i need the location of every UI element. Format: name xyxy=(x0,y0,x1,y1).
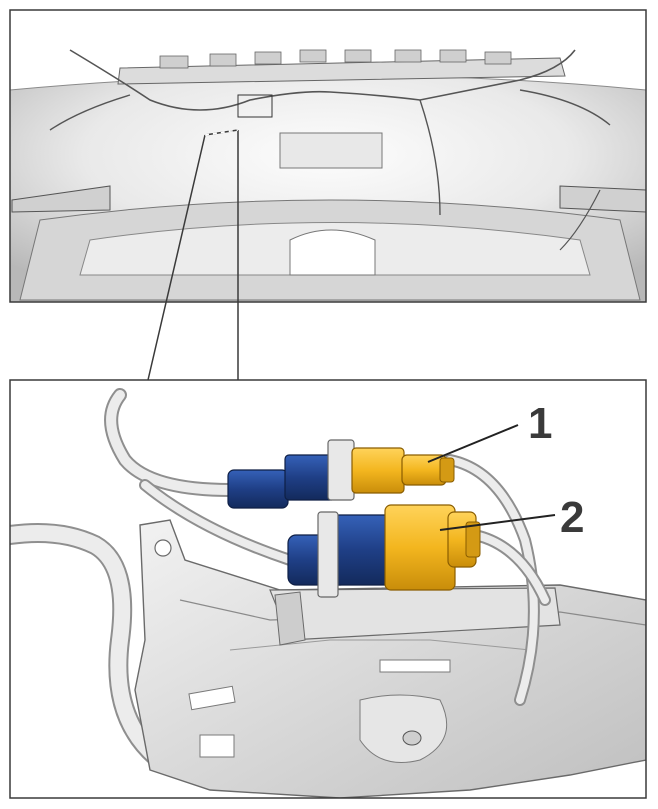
lower-connector-pair xyxy=(287,504,481,598)
callout-1-leader xyxy=(427,424,519,463)
callout-1-label: 1 xyxy=(528,399,552,448)
upper-connector-pair xyxy=(227,439,455,509)
overview-frame xyxy=(9,9,647,303)
callout-2-label: 2 xyxy=(560,493,584,542)
detail-frame xyxy=(9,379,647,799)
bumper-overview xyxy=(10,10,646,302)
callout-2-leader xyxy=(439,514,556,531)
bracket-hole xyxy=(154,539,172,557)
connector-detail-view: 1 2 xyxy=(10,380,646,798)
